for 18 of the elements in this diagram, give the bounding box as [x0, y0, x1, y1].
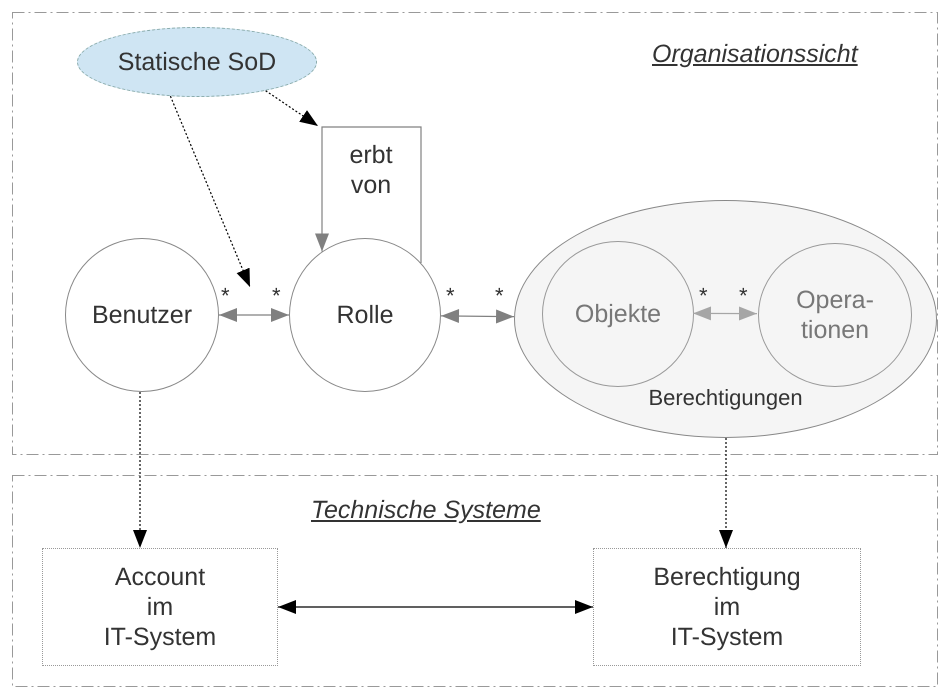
multiplicity-label: *: [221, 285, 230, 307]
panel-heading: Organisationssicht: [652, 40, 858, 69]
panel-heading: Technische Systeme: [311, 496, 541, 525]
multiplicity-label: *: [739, 285, 748, 307]
node-label: Berechtigungen: [647, 385, 804, 412]
multiplicity-label: *: [272, 285, 281, 307]
node-label: Rolle: [336, 300, 394, 330]
multiplicity-label: *: [495, 285, 504, 307]
node-label: Berechtigung im IT-System: [652, 562, 802, 652]
permission-box: [593, 548, 861, 666]
multiplicity-label: *: [699, 285, 708, 307]
node-label: Statische SoD: [118, 47, 276, 77]
multiplicity-label: *: [446, 285, 455, 307]
account-box: [42, 548, 278, 666]
node-label: Benutzer: [92, 300, 192, 330]
node-label: Objekte: [574, 299, 662, 329]
node-label: Opera- tionen: [795, 285, 875, 345]
node-label: Account im IT-System: [102, 562, 218, 652]
